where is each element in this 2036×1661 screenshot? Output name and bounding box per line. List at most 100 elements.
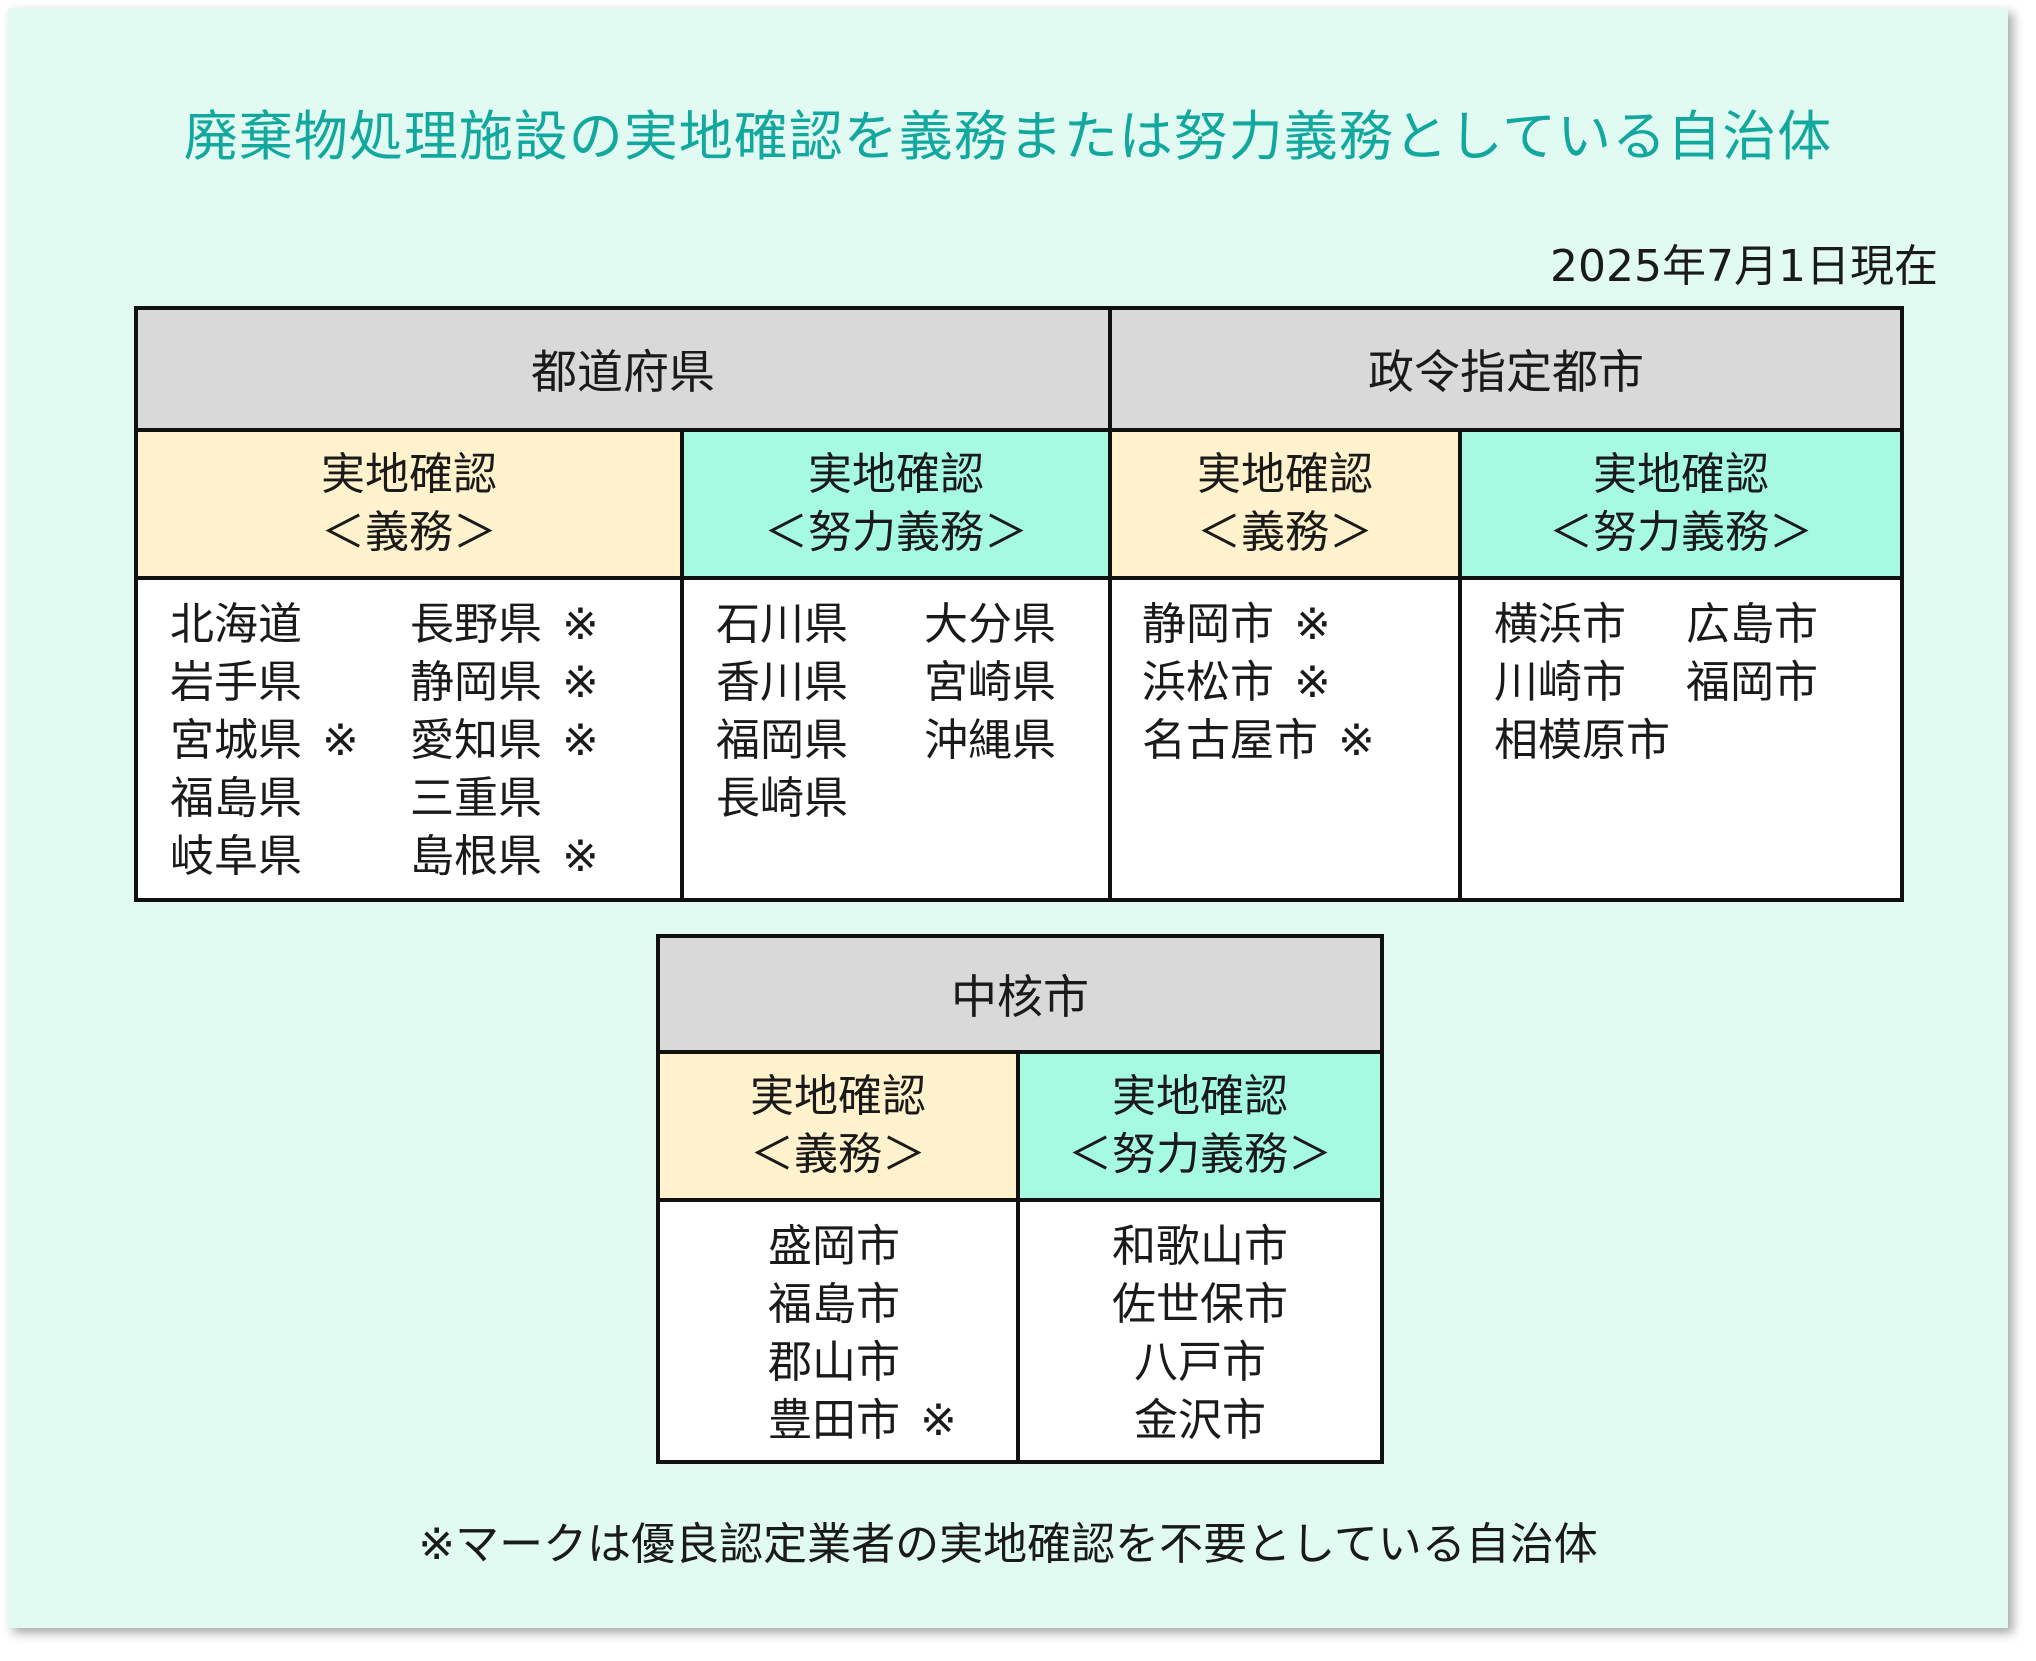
designated-cities-effort-list-2: 広島市福岡市 [1686, 596, 1818, 770]
prefectures-duty-cell: 北海道岩手県宮城県※福島県岐阜県 長野県※静岡県※愛知県※三重県島根県※ [134, 576, 684, 902]
municipality-name: 長崎県 [716, 773, 848, 824]
exemption-mark: ※ [562, 715, 599, 766]
municipality-name: 川崎市 [1494, 657, 1626, 708]
municipality-name: 盛岡市 [768, 1221, 900, 1272]
exemption-mark: ※ [1294, 599, 1331, 650]
municipality-name: 愛知県 [410, 715, 542, 766]
list-item: 長崎県 [716, 770, 924, 828]
core-cities-duty-list: 盛岡市福島市郡山市豊田市 ※ [768, 1218, 1016, 1450]
effort-label: 実地確認 [1593, 449, 1769, 500]
municipality-name: 豊田市 [768, 1395, 900, 1446]
prefectures-effort-subheader: 実地確認 ＜努力義務＞ [680, 428, 1112, 580]
exemption-mark: ※ [920, 1395, 957, 1446]
exemption-mark: ※ [562, 599, 599, 650]
list-item: 静岡市 ※ [1142, 596, 1375, 654]
list-item: 相模原市 [1494, 712, 1686, 770]
municipality-name: 北海道 [170, 599, 302, 650]
prefectures-duty-list-1: 北海道岩手県宮城県 ※福島県岐阜県 [170, 596, 410, 886]
list-item: 三重県 [410, 770, 599, 828]
municipality-name: 静岡県 [410, 657, 542, 708]
list-item: 福島県 [170, 770, 410, 828]
list-item: 長野県※ [410, 596, 599, 654]
duty-label-bracket: ＜義務＞ [321, 507, 497, 558]
list-item: 宮崎県 [924, 654, 1056, 712]
list-item: 島根県 ※ [410, 828, 599, 886]
effort-label-bracket: ＜努力義務＞ [1068, 1129, 1332, 1180]
exemption-mark: ※ [322, 715, 359, 766]
duty-label: 実地確認 [1197, 449, 1373, 500]
municipality-name: 岩手県 [170, 657, 302, 708]
list-item: 沖縄県 [924, 712, 1056, 770]
core-cities-duty-subheader: 実地確認 ＜義務＞ [656, 1050, 1020, 1202]
municipality-name: 金沢市 [1134, 1395, 1266, 1446]
municipality-name: 石川県 [716, 599, 848, 650]
list-item: 八戸市 [1112, 1334, 1288, 1392]
list-item: 福島市 [768, 1276, 1016, 1334]
list-item: 川崎市 [1494, 654, 1686, 712]
core-cities-effort-cell: 和歌山市佐世保市八戸市金沢市 [1016, 1198, 1384, 1464]
prefectures-duty-list-2: 長野県※静岡県 ※ 愛知県 ※ 三重県島根県 ※ [410, 596, 599, 886]
list-item: 福岡県 [716, 712, 924, 770]
list-item: 石川県 [716, 596, 924, 654]
municipality-name: 大分県 [924, 599, 1056, 650]
list-item: 金沢市 [1112, 1392, 1288, 1450]
duty-label: 実地確認 [321, 449, 497, 500]
effort-label: 実地確認 [808, 449, 984, 500]
effort-label: 実地確認 [1112, 1071, 1288, 1122]
designated-cities-duty-list: 静岡市 ※浜松市※名古屋市 ※ [1142, 596, 1375, 770]
core-cities-table: 中核市 実地確認 ＜義務＞ 実地確認 ＜努力義務＞ 盛岡市福島市郡山市豊田市※ … [656, 934, 1384, 1464]
municipality-name: 宮城県 [170, 715, 302, 766]
list-item: 岩手県 [170, 654, 410, 712]
list-item: 盛岡市 [768, 1218, 1016, 1276]
page-title: 廃棄物処理施設の実地確認を義務または努力義務としている自治体 [183, 105, 1833, 168]
prefectures-effort-list-1: 石川県香川県福岡県長崎県 [716, 596, 924, 828]
exemption-mark: ※ [562, 657, 599, 708]
designated-cities-effort-list-1: 横浜市川崎市相模原市 [1494, 596, 1686, 770]
list-item: 岐阜県 [170, 828, 410, 886]
prefecture-and-city-table: 都道府県 政令指定都市 実地確認 ＜義務＞ 実地確認 ＜努力義務＞ 実地確認 ＜… [134, 306, 1904, 902]
municipality-name: 福島市 [768, 1279, 900, 1330]
municipality-name: 名古屋市 [1142, 715, 1318, 766]
list-item: 静岡県 ※ [410, 654, 599, 712]
municipality-name: 沖縄県 [924, 715, 1056, 766]
core-cities-effort-subheader: 実地確認 ＜努力義務＞ [1016, 1050, 1384, 1202]
exemption-mark: ※ [562, 831, 599, 882]
list-item: 浜松市※ [1142, 654, 1375, 712]
list-item: 香川県 [716, 654, 924, 712]
municipality-name: 佐世保市 [1112, 1279, 1288, 1330]
list-item: 和歌山市 [1112, 1218, 1288, 1276]
prefectures-duty-subheader: 実地確認 ＜義務＞ [134, 428, 684, 580]
list-item: 広島市 [1686, 596, 1818, 654]
municipality-name: 八戸市 [1134, 1337, 1266, 1388]
list-item: 豊田市 ※ [768, 1392, 1016, 1450]
municipality-name: 島根県 [410, 831, 542, 882]
municipality-name: 岐阜県 [170, 831, 302, 882]
core-cities-header: 中核市 [656, 934, 1384, 1054]
designated-cities-duty-cell: 静岡市 ※浜松市※名古屋市 ※ [1108, 576, 1462, 902]
prefectures-effort-list-2: 大分県宮崎県沖縄県 [924, 596, 1056, 828]
duty-label: 実地確認 [750, 1071, 926, 1122]
designated-cities-effort-cell: 横浜市川崎市相模原市 広島市福岡市 [1458, 576, 1904, 902]
list-item: 横浜市 [1494, 596, 1686, 654]
exemption-mark: ※ [1294, 657, 1331, 708]
designated-cities-duty-subheader: 実地確認 ＜義務＞ [1108, 428, 1462, 580]
municipality-name: 郡山市 [768, 1337, 900, 1388]
municipality-name: 広島市 [1686, 599, 1818, 650]
municipality-name: 横浜市 [1494, 599, 1626, 650]
municipality-name: 三重県 [410, 773, 542, 824]
background-panel: 廃棄物処理施設の実地確認を義務または努力義務としている自治体 2025年7月1日… [8, 8, 2008, 1628]
municipality-name: 静岡市 [1142, 599, 1274, 650]
prefectures-header: 都道府県 [134, 306, 1112, 432]
footnote: ※マークは優良認定業者の実地確認を不要としている自治体 [418, 1519, 1598, 1570]
list-item: 名古屋市 ※ [1142, 712, 1375, 770]
municipality-name: 和歌山市 [1112, 1221, 1288, 1272]
municipality-name: 福岡県 [716, 715, 848, 766]
municipality-name: 福岡市 [1686, 657, 1818, 708]
municipality-name: 香川県 [716, 657, 848, 708]
prefectures-effort-cell: 石川県香川県福岡県長崎県 大分県宮崎県沖縄県 [680, 576, 1112, 902]
exemption-mark: ※ [1338, 715, 1375, 766]
municipality-name: 宮崎県 [924, 657, 1056, 708]
core-cities-effort-list: 和歌山市佐世保市八戸市金沢市 [1112, 1218, 1288, 1450]
core-cities-duty-cell: 盛岡市福島市郡山市豊田市 ※ [656, 1198, 1020, 1464]
duty-label-bracket: ＜義務＞ [1197, 507, 1373, 558]
